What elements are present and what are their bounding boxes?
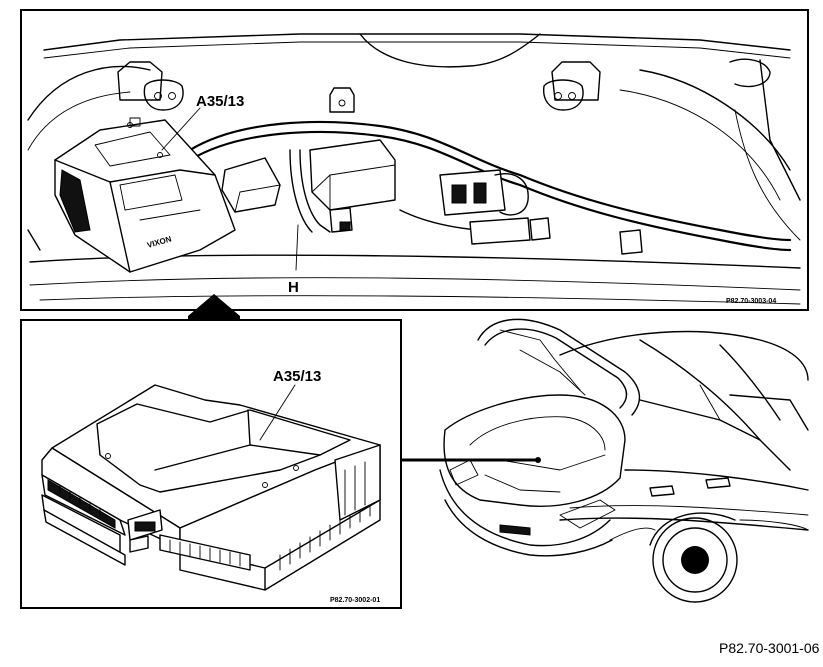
a35-13-module-detail [41,384,381,591]
vehicle-rear-view [439,318,809,603]
trunk-interior-drawing: VIXON [27,33,801,305]
mount-lug-left [117,61,184,111]
a35-13-module-top: VIXON [54,117,236,273]
detail-panel: A35/13 P82.70-3002-01 [20,319,402,609]
connector-block [439,169,529,216]
leader-line-a35-13-top [161,107,201,151]
figure-code: P82.70-3001-06 [719,640,820,656]
detail-panel-code: P82.70-3002-01 [330,597,380,604]
relay-box [309,139,396,211]
leader-line-a35-13-detail [259,384,296,441]
label-a35-13-top: A35/13 [196,93,244,110]
top-panel-code: P82.70-3003-04 [726,298,776,305]
leader-line-h [295,224,299,271]
harness-plug [469,217,643,255]
top-panel: VIXON A35/13 H P82.70-3003-04 [20,9,809,311]
label-a35-13-detail: A35/13 [273,368,321,385]
view-direction-arrow-icon [188,294,240,322]
pointer-dot [535,457,541,463]
label-harness-h: H [288,279,299,296]
mount-lug-right [543,61,601,111]
module-connector [221,157,281,213]
